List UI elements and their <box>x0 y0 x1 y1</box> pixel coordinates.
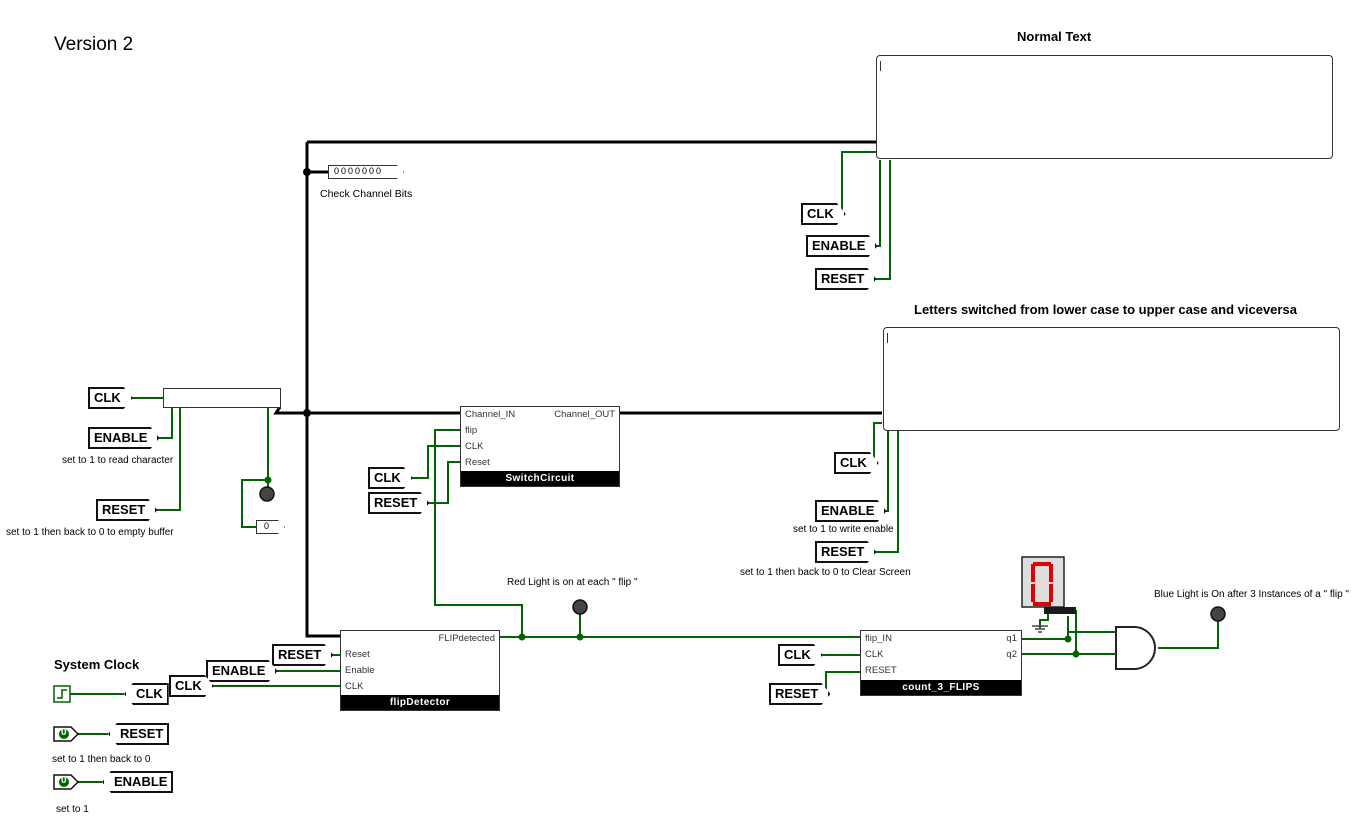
clk-tunnel-top-terminal: CLK <box>801 203 846 225</box>
enable-note: set to 1 <box>56 804 89 815</box>
flip-detector-block[interactable]: FLIPdetected Reset Enable CLK flipDetect… <box>340 630 500 711</box>
clock-source[interactable] <box>53 685 71 703</box>
system-clock-heading: System Clock <box>54 657 140 672</box>
reset-note: set to 1 then back to 0 <box>52 754 151 765</box>
terminal-cursor <box>887 333 888 343</box>
check-channel-bits-label: Check Channel Bits <box>320 188 413 200</box>
signal-junction-dots <box>264 476 1080 658</box>
enable-tunnel-system: ENABLE <box>102 771 174 793</box>
segment-b <box>1049 564 1053 582</box>
small-probe: 0 <box>256 520 285 534</box>
channel-bits-probe: 0000000 <box>328 165 404 179</box>
segment-e <box>1031 584 1035 602</box>
terminal-cursor <box>880 61 881 71</box>
reset-pin-value: 0 <box>61 727 67 738</box>
counter-block[interactable]: flip_IN CLK RESET q1 q2 count_3_FLIPS <box>860 630 1022 696</box>
reset-tunnel-switch: RESET <box>368 492 429 514</box>
segment-c <box>1049 584 1053 602</box>
segment-d <box>1033 602 1051 606</box>
switch-circuit-name: SwitchCircuit <box>461 471 619 486</box>
page-title: Version 2 <box>54 34 134 55</box>
switched-text-terminal[interactable] <box>883 327 1340 431</box>
normal-text-terminal[interactable] <box>876 55 1333 159</box>
port-reset: RESET <box>865 665 897 676</box>
clk-tunnel-buffer: CLK <box>88 387 133 409</box>
clk-tunnel-lower-terminal: CLK <box>834 452 879 474</box>
clk-tunnel-switch: CLK <box>368 467 413 489</box>
reset-tunnel-buffer: RESET <box>96 499 157 521</box>
port-clk: CLK <box>345 681 364 692</box>
enable-tunnel-buffer: ENABLE <box>88 427 159 449</box>
reset-tunnel-system: RESET <box>108 723 170 745</box>
enable-input-pin[interactable]: 0 <box>53 774 80 790</box>
segment-g <box>1033 582 1051 586</box>
and-gate <box>1115 626 1156 670</box>
port-clk: CLK <box>465 441 484 452</box>
enable-tunnel-top-terminal: ENABLE <box>806 235 877 257</box>
segment-a <box>1033 562 1051 566</box>
write-enable-note: set to 1 to write enable <box>793 524 894 535</box>
switch-circuit-block[interactable]: Channel_IN flip CLK Reset Channel_OUT Sw… <box>460 406 620 487</box>
clk-tunnel-flip: CLK <box>169 675 214 697</box>
clear-screen-note: set to 1 then back to 0 to Clear Screen <box>740 567 911 578</box>
blue-count-led <box>1210 606 1226 622</box>
signal-wires <box>70 151 1219 783</box>
enable-pin-value: 0 <box>61 775 67 786</box>
port-enable: Enable <box>345 665 375 676</box>
port-flip-detected: FLIPdetected <box>438 633 495 644</box>
reset-tunnel-flip: RESET <box>272 644 333 666</box>
port-flip: flip <box>465 425 478 436</box>
blue-light-note: Blue Light is On after 3 Instances of a … <box>1154 589 1349 600</box>
switched-text-title: Letters switched from lower case to uppe… <box>914 302 1297 317</box>
read-character-note: set to 1 to read character <box>62 455 174 466</box>
buffer-led <box>259 486 275 502</box>
port-q2: q2 <box>1006 649 1017 660</box>
flip-detector-name: flipDetector <box>341 695 499 710</box>
port-clk: CLK <box>865 649 884 660</box>
junction-dots <box>303 168 311 417</box>
empty-buffer-note: set to 1 then back to 0 to empty buffer <box>6 527 174 538</box>
red-flip-led <box>572 599 588 615</box>
clk-tunnel-counter: CLK <box>778 644 823 666</box>
keyboard-buffer[interactable] <box>163 388 281 408</box>
seven-segment-display[interactable] <box>1021 556 1076 633</box>
reset-tunnel-counter: RESET <box>769 683 830 705</box>
enable-tunnel-lower-terminal: ENABLE <box>815 500 886 522</box>
reset-tunnel-lower-terminal: RESET <box>815 541 876 563</box>
red-light-note: Red Light is on at each " flip " <box>507 577 638 588</box>
port-reset: Reset <box>345 649 370 660</box>
port-reset: Reset <box>465 457 490 468</box>
normal-text-title: Normal Text <box>1017 29 1092 44</box>
port-channel-out: Channel_OUT <box>554 409 615 420</box>
bus-wires <box>273 140 882 638</box>
port-flip-in: flip_IN <box>865 633 892 644</box>
enable-tunnel-flip: ENABLE <box>206 660 277 682</box>
counter-name: count_3_FLIPS <box>861 680 1021 695</box>
clk-tunnel-system: CLK <box>124 683 169 705</box>
reset-input-pin[interactable]: 0 <box>53 726 80 742</box>
reset-tunnel-top-terminal: RESET <box>815 268 876 290</box>
segment-f <box>1031 564 1035 582</box>
port-channel-in: Channel_IN <box>465 409 516 420</box>
port-q1: q1 <box>1006 633 1017 644</box>
